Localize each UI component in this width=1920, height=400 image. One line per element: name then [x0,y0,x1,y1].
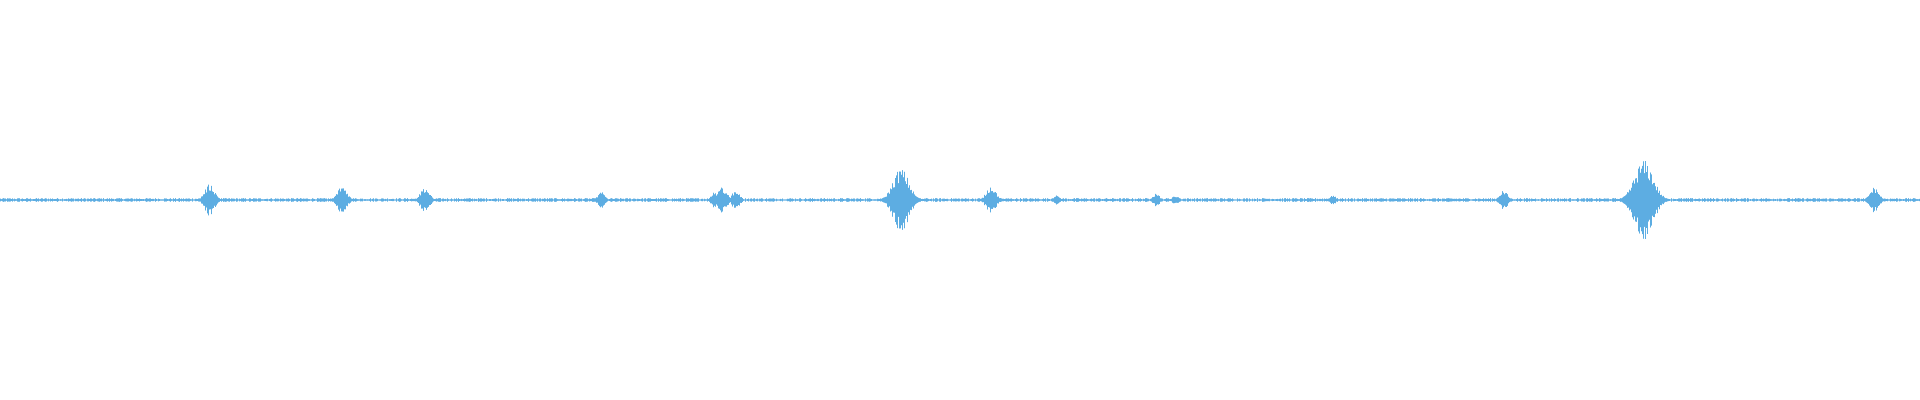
waveform-bars [0,160,1920,240]
